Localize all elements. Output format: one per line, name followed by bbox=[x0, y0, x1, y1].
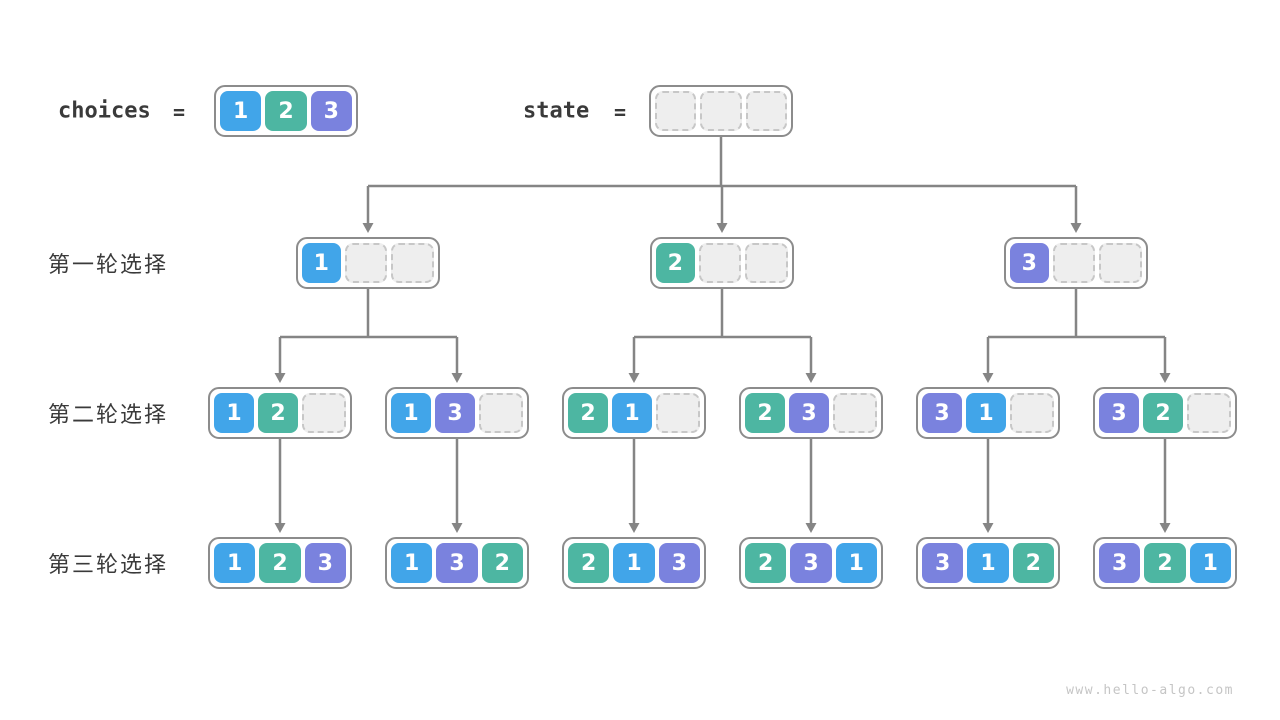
choices-label: choices bbox=[58, 98, 151, 124]
arrowhead-icon bbox=[628, 523, 640, 533]
arrowhead-icon bbox=[1070, 223, 1082, 233]
empty-cell bbox=[1052, 243, 1096, 283]
value-cell: 3 bbox=[435, 393, 475, 433]
empty-cell bbox=[391, 243, 435, 283]
value-cell: 3 bbox=[658, 543, 700, 583]
state-box-round-1: 3 bbox=[1004, 237, 1148, 289]
arrowhead-icon bbox=[982, 373, 994, 383]
value-cell: 2 bbox=[481, 543, 523, 583]
value-cell: 1 bbox=[214, 393, 254, 433]
state-array-box bbox=[649, 85, 793, 137]
arrowhead-icon bbox=[1159, 523, 1171, 533]
arrowhead-icon bbox=[274, 523, 286, 533]
value-cell: 2 bbox=[1012, 543, 1054, 583]
value-cell: 3 bbox=[310, 91, 352, 131]
value-cell: 1 bbox=[220, 91, 262, 131]
value-cell: 1 bbox=[835, 543, 877, 583]
value-cell: 3 bbox=[922, 393, 962, 433]
value-cell: 3 bbox=[790, 543, 832, 583]
empty-cell bbox=[656, 393, 700, 433]
value-cell: 2 bbox=[568, 543, 610, 583]
value-cell: 1 bbox=[391, 393, 431, 433]
empty-cell bbox=[833, 393, 877, 433]
value-cell: 3 bbox=[436, 543, 478, 583]
empty-cell bbox=[745, 243, 789, 283]
empty-cell bbox=[745, 91, 787, 131]
arrowhead-icon bbox=[362, 223, 374, 233]
empty-cell bbox=[479, 393, 523, 433]
choices-equals: = bbox=[173, 100, 186, 124]
state-box-round-1: 2 bbox=[650, 237, 794, 289]
value-cell: 2 bbox=[568, 393, 608, 433]
value-cell: 1 bbox=[214, 543, 256, 583]
arrowhead-icon bbox=[805, 373, 817, 383]
state-equals: = bbox=[614, 100, 627, 124]
value-cell: 3 bbox=[1010, 243, 1049, 283]
arrowhead-icon bbox=[1159, 373, 1171, 383]
value-cell: 1 bbox=[967, 543, 1009, 583]
value-cell: 1 bbox=[391, 543, 433, 583]
value-cell: 1 bbox=[966, 393, 1006, 433]
value-cell: 3 bbox=[1099, 543, 1141, 583]
value-cell: 2 bbox=[1144, 543, 1186, 583]
empty-cell bbox=[700, 91, 742, 131]
value-cell: 2 bbox=[745, 393, 785, 433]
empty-cell bbox=[1099, 243, 1143, 283]
value-cell: 3 bbox=[922, 543, 964, 583]
arrowhead-icon bbox=[628, 373, 640, 383]
value-cell: 1 bbox=[302, 243, 341, 283]
value-cell: 1 bbox=[613, 543, 655, 583]
state-label: state bbox=[523, 98, 590, 124]
watermark-url: www.hello-algo.com bbox=[1066, 683, 1234, 698]
empty-cell bbox=[302, 393, 346, 433]
empty-cell bbox=[698, 243, 742, 283]
value-cell: 2 bbox=[265, 91, 307, 131]
arrowhead-icon bbox=[451, 373, 463, 383]
value-cell: 2 bbox=[258, 393, 298, 433]
value-cell: 3 bbox=[1099, 393, 1139, 433]
value-cell: 1 bbox=[612, 393, 652, 433]
value-cell: 3 bbox=[789, 393, 829, 433]
empty-cell bbox=[1187, 393, 1231, 433]
arrowhead-icon bbox=[805, 523, 817, 533]
empty-cell bbox=[1010, 393, 1054, 433]
value-cell: 1 bbox=[1189, 543, 1231, 583]
arrowhead-icon bbox=[716, 223, 728, 233]
round-3-label: 第三轮选择 bbox=[48, 552, 169, 577]
value-cell: 2 bbox=[745, 543, 787, 583]
arrowhead-icon bbox=[274, 373, 286, 383]
value-cell: 2 bbox=[259, 543, 301, 583]
value-cell: 3 bbox=[304, 543, 346, 583]
empty-cell bbox=[344, 243, 388, 283]
state-box-round-1: 1 bbox=[296, 237, 440, 289]
arrowhead-icon bbox=[451, 523, 463, 533]
value-cell: 2 bbox=[1143, 393, 1183, 433]
empty-cell bbox=[655, 91, 697, 131]
round-1-label: 第一轮选择 bbox=[48, 252, 169, 277]
round-2-label: 第二轮选择 bbox=[48, 402, 169, 427]
arrowhead-icon bbox=[982, 523, 994, 533]
value-cell: 2 bbox=[656, 243, 695, 283]
